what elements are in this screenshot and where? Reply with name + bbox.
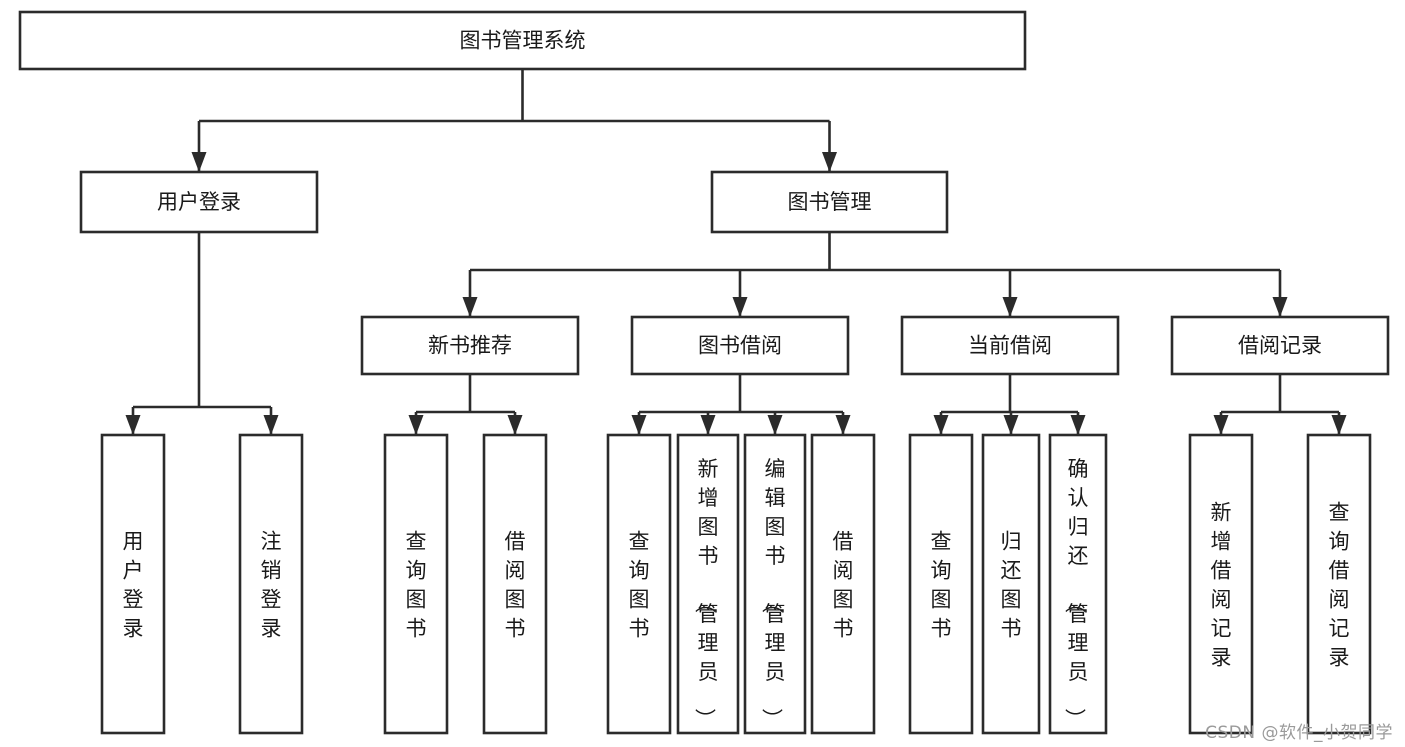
node-label-leaf-return-book: 归还图书 [1001,530,1022,641]
node-leaf-user-login[interactable]: 用户登录 [100,433,166,735]
node-new-book-rec[interactable]: 新书推荐 [360,315,580,376]
node-box-leaf-user-login [100,433,166,735]
arrow-head-icon [700,415,716,435]
node-box-leaf-query-record [1306,433,1372,735]
node-label-undefined: 图书管理系统 [460,29,586,53]
node-box-new-book-rec [360,315,580,376]
node-box-current-borrow [900,315,1120,376]
arrow-head-icon [767,415,783,435]
node-label-leaf-add-record: 新增借阅记录 [1211,501,1232,670]
watermark-text: CSDN @软件_小贺同学 [1205,723,1393,743]
node-current-borrow[interactable]: 当前借阅 [900,315,1120,376]
node-label-leaf-borrow-book-b: 借阅图书 [833,530,854,641]
node-box-user-login [79,170,319,234]
node-leaf-logout[interactable]: 注销登录 [238,433,304,735]
node-box-book-manage [710,170,949,234]
node-label-leaf-query-record: 查询借阅记录 [1329,501,1350,670]
arrow-head-icon [191,152,207,172]
node-label-book-manage: 图书管理 [788,190,872,214]
node-label-leaf-add-book: 新增图书（管理员） [693,457,719,729]
arrow-head-icon [1002,297,1018,317]
node-leaf-query-book-b[interactable]: 查询图书 [606,433,672,735]
node-box-leaf-query-book-rec [383,433,449,735]
node-leaf-add-book[interactable]: 新增图书（管理员） [676,433,740,735]
arrow-head-icon [125,415,141,435]
node-label-leaf-logout: 注销登录 [261,530,282,641]
node-undefined[interactable]: 图书管理系统 [18,10,1027,71]
node-box-leaf-borrow-book-b [810,433,876,735]
node-label-leaf-edit-book: 编辑图书（管理员） [760,457,786,729]
node-book-manage[interactable]: 图书管理 [710,170,949,234]
arrow-head-icon [462,297,478,317]
connector-layer [125,69,1347,435]
node-book-borrow[interactable]: 图书借阅 [630,315,850,376]
node-box-book-borrow [630,315,850,376]
node-label-user-login: 用户登录 [157,190,241,214]
node-leaf-query-book-c[interactable]: 查询图书 [908,433,974,735]
node-leaf-edit-book[interactable]: 编辑图书（管理员） [743,433,807,735]
node-label-book-borrow: 图书借阅 [698,334,782,358]
node-leaf-query-record[interactable]: 查询借阅记录 [1306,433,1372,735]
node-borrow-record[interactable]: 借阅记录 [1170,315,1390,376]
arrow-head-icon [835,415,851,435]
node-label-leaf-query-book-c: 查询图书 [931,530,952,641]
arrow-head-icon [1070,415,1086,435]
node-leaf-return-book[interactable]: 归还图书 [981,433,1041,735]
node-label-leaf-confirm-return: 确认归还（管理员） [1063,457,1089,729]
node-leaf-query-book-rec[interactable]: 查询图书 [383,433,449,735]
arrow-head-icon [1331,415,1347,435]
node-box-undefined [18,10,1027,71]
node-box-borrow-record [1170,315,1390,376]
node-leaf-add-record[interactable]: 新增借阅记录 [1188,433,1254,735]
node-label-new-book-rec: 新书推荐 [428,334,512,358]
node-label-leaf-user-login: 用户登录 [123,530,144,641]
node-box-leaf-query-book-b [606,433,672,735]
arrow-head-icon [933,415,949,435]
node-box-leaf-confirm-return [1048,433,1108,735]
node-box-leaf-edit-book [743,433,807,735]
node-box-leaf-return-book [981,433,1041,735]
node-box-leaf-add-book [676,433,740,735]
arrow-head-icon [822,152,837,172]
node-label-current-borrow: 当前借阅 [968,334,1052,358]
node-box-leaf-borrow-book-rec [482,433,548,735]
node-box-leaf-add-record [1188,433,1254,735]
node-label-leaf-query-book-rec: 查询图书 [406,530,427,641]
arrow-head-icon [1003,415,1019,435]
arrow-head-icon [408,415,424,435]
node-box-leaf-logout [238,433,304,735]
arrow-head-icon [263,415,279,435]
arrow-head-icon [732,297,748,317]
arrow-head-icon [1213,415,1229,435]
node-leaf-borrow-book-rec[interactable]: 借阅图书 [482,433,548,735]
node-layer: 图书管理系统用户登录图书管理新书推荐图书借阅当前借阅借阅记录用户登录注销登录查询… [18,10,1390,735]
node-label-borrow-record: 借阅记录 [1238,334,1322,358]
node-label-leaf-borrow-book-rec: 借阅图书 [505,530,526,641]
node-leaf-confirm-return[interactable]: 确认归还（管理员） [1048,433,1108,735]
arrow-head-icon [631,415,647,435]
arrow-head-icon [1272,297,1288,317]
node-box-leaf-query-book-c [908,433,974,735]
node-user-login[interactable]: 用户登录 [79,170,319,234]
node-label-leaf-query-book-b: 查询图书 [629,530,650,641]
arrow-head-icon [507,415,523,435]
node-leaf-borrow-book-b[interactable]: 借阅图书 [810,433,876,735]
